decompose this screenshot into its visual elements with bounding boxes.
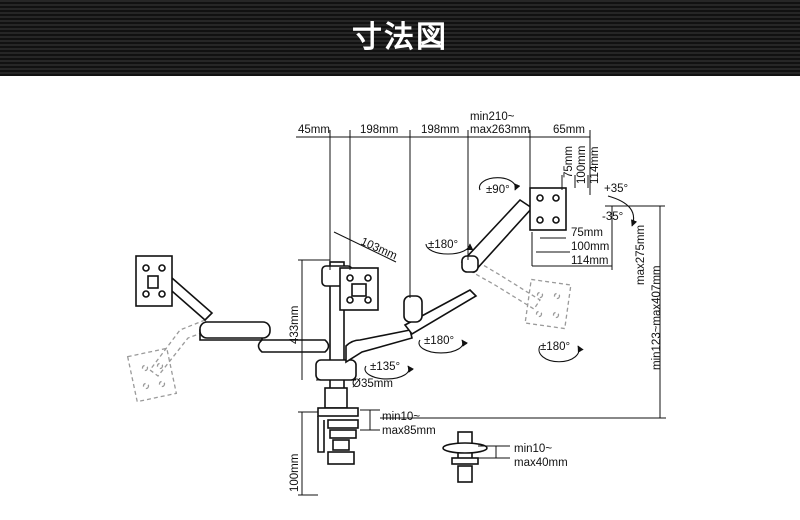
rotation-arcs	[364, 177, 638, 380]
dim-433: 433mm	[289, 306, 301, 344]
dim-h100: 100mm	[571, 241, 609, 253]
grommet-mount	[442, 431, 488, 483]
left-arm	[135, 255, 330, 353]
dim-min210: min210~	[470, 111, 515, 123]
dim-max263: max263mm	[470, 124, 530, 136]
dim-max275: max275mm	[635, 225, 647, 285]
dim-h75: 75mm	[571, 227, 603, 239]
ghost-left-arm	[126, 319, 211, 403]
dim-45: 45mm	[298, 124, 330, 136]
dim-height-range: min123~max407mm	[651, 265, 663, 370]
dim-pole-diameter: Ø35mm	[352, 378, 393, 390]
dim-v75: 75mm	[563, 146, 575, 178]
tilt-down-label: -35°	[602, 211, 623, 223]
right-arm	[345, 187, 567, 364]
dim-65: 65mm	[553, 124, 585, 136]
dim-v100: 100mm	[576, 146, 588, 184]
dim-198-b: 198mm	[421, 124, 459, 136]
dim-103: 103mm	[359, 236, 399, 263]
dim-v114: 114mm	[589, 147, 601, 185]
dim-clamp-max: max85mm	[382, 425, 436, 437]
dimension-lines	[296, 130, 666, 496]
dim-h114: 114mm	[571, 255, 609, 267]
page-title: 寸法図	[352, 20, 448, 55]
ghost-right-arm	[471, 261, 572, 330]
dim-base-100: 100mm	[289, 454, 301, 492]
dim-198-a: 198mm	[360, 124, 398, 136]
dim-clamp-min: min10~	[382, 411, 420, 423]
center-vesa-plate	[339, 267, 379, 311]
rotation-180-right-label: ±180°	[540, 341, 570, 353]
rotation-180-top-label: ±180°	[428, 239, 458, 251]
dim-grommet-min: min10~	[514, 443, 552, 455]
rotation-135-label: ±135°	[370, 361, 400, 373]
tilt-up-label: +35°	[604, 183, 628, 195]
desk-clamp	[317, 407, 359, 465]
rotation-180-mid-label: ±180°	[424, 335, 454, 347]
title-banner: 寸法図	[0, 0, 800, 76]
dim-grommet-max: max40mm	[514, 457, 568, 469]
rotation-90-label: ±90°	[486, 184, 510, 196]
